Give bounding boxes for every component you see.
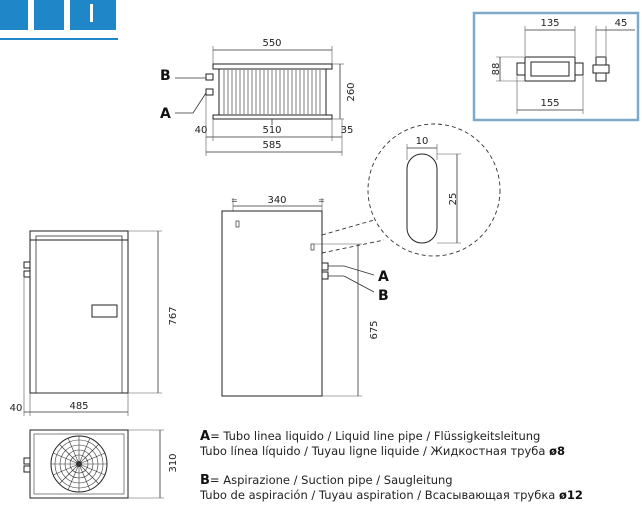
legend-b-pipe: ø12 xyxy=(558,488,583,502)
legend-a-key: A xyxy=(200,429,211,444)
inset-dim-height: 88 xyxy=(491,63,502,76)
top-dim-height: 260 xyxy=(346,82,357,101)
front-view: 767 40 485 xyxy=(10,230,179,416)
top-dim-total: 585 xyxy=(262,140,281,151)
legend-b-line1: B= Aspirazione / Suction pipe / Saugleit… xyxy=(200,473,640,488)
front-dim-height: 767 xyxy=(168,306,179,325)
back-view: 340 = = A B 675 xyxy=(221,195,389,397)
fin-pattern xyxy=(223,70,321,114)
fan-view: 310 xyxy=(23,429,179,499)
inset-dim-side: 45 xyxy=(615,18,628,29)
top-dim-left: 40 xyxy=(195,125,208,136)
inset-dim-bottom: 155 xyxy=(540,98,559,109)
slot-dim-width: 10 xyxy=(416,136,429,147)
legend-a-text2: Tubo línea líquido / Tuyau ligne liquide… xyxy=(200,444,550,458)
front-dim-width: 485 xyxy=(69,401,88,412)
inset-dim-width: 135 xyxy=(540,18,559,29)
back-label-a: A xyxy=(378,269,389,285)
top-label-b: B xyxy=(160,68,171,84)
legend-a-text1: = Tubo linea liquido / Liquid line pipe … xyxy=(210,429,541,443)
front-dim-left: 40 xyxy=(10,403,23,414)
pipe-legend: A= Tubo linea liquido / Liquid line pipe… xyxy=(200,429,640,517)
inset-bracket-detail: 135 45 88 155 xyxy=(472,11,640,122)
back-label-b: B xyxy=(378,288,389,304)
brand-logo xyxy=(0,0,118,40)
top-dim-right: 35 xyxy=(341,125,354,136)
legend-b-key: B xyxy=(200,473,210,488)
top-view: 550 B A 260 xyxy=(160,38,357,156)
top-dim-mid: 510 xyxy=(262,125,281,136)
fan-dim-height: 310 xyxy=(168,453,179,472)
legend-a: A= Tubo linea liquido / Liquid line pipe… xyxy=(200,429,640,459)
slot-dim-height: 25 xyxy=(448,193,459,206)
legend-b: B= Aspirazione / Suction pipe / Saugleit… xyxy=(200,473,640,503)
legend-a-pipe: ø8 xyxy=(549,444,565,458)
back-dim-top: 340 xyxy=(267,195,286,206)
svg-text:=: = xyxy=(318,196,325,205)
legend-b-line2: Tubo de aspiración / Tuyau aspiration / … xyxy=(200,488,640,503)
slot-detail: 10 25 xyxy=(301,123,501,257)
legend-a-line2: Tubo línea líquido / Tuyau ligne liquide… xyxy=(200,444,640,459)
back-dim-height: 675 xyxy=(369,320,380,339)
legend-b-text2: Tubo de aspiración / Tuyau aspiration / … xyxy=(200,488,559,502)
legend-b-text1: = Aspirazione / Suction pipe / Saugleitu… xyxy=(209,473,453,487)
svg-text:=: = xyxy=(231,196,238,205)
legend-a-line1: A= Tubo linea liquido / Liquid line pipe… xyxy=(200,429,640,444)
top-dim-width: 550 xyxy=(262,38,281,49)
top-label-a: A xyxy=(160,106,171,122)
